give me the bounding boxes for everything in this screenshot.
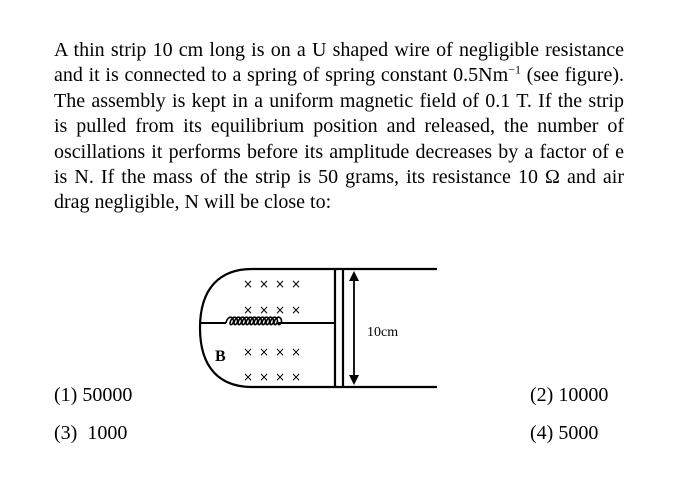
option-2[interactable]: (2) 10000 [530, 384, 609, 406]
option-3[interactable]: (3) 1000 [54, 422, 128, 444]
field-cross: × [259, 277, 269, 291]
length-label: 10cm [367, 325, 398, 340]
field-cross: × [291, 303, 301, 317]
field-cross: × [243, 345, 253, 359]
question-text: A thin strip 10 cm long is on a U shaped… [54, 38, 624, 216]
option-1[interactable]: (1) 50000 [54, 384, 133, 406]
option-4[interactable]: (4) 5000 [530, 422, 599, 444]
field-cross: × [291, 277, 301, 291]
u-shaped-wire [198, 267, 437, 389]
field-cross: × [275, 303, 285, 317]
field-cross: × [243, 277, 253, 291]
field-cross: × [259, 345, 269, 359]
field-cross: × [275, 277, 285, 291]
spring [225, 316, 283, 326]
field-cross: × [275, 370, 285, 384]
unit-exponent: −1 [508, 62, 521, 77]
field-cross: × [259, 370, 269, 384]
question-text-part1: A thin strip 10 cm long is on a U shaped… [54, 39, 624, 87]
circuit-figure: 10cm B × × × × × × × × × × × × × × × × [198, 267, 437, 389]
field-cross: × [259, 303, 269, 317]
field-cross: × [291, 370, 301, 384]
field-cross: × [275, 345, 285, 359]
length-arrow-head-bottom [349, 375, 359, 385]
field-cross: × [291, 345, 301, 359]
length-arrow-head-top [349, 271, 359, 281]
field-cross: × [243, 303, 253, 317]
field-cross: × [243, 370, 253, 384]
magnetic-field-crosses: × × × × × × × × × × × × × × × × [243, 277, 301, 384]
question-text-part2: (see figure). The assembly is kept in a … [54, 64, 624, 214]
field-label: B [215, 348, 226, 365]
